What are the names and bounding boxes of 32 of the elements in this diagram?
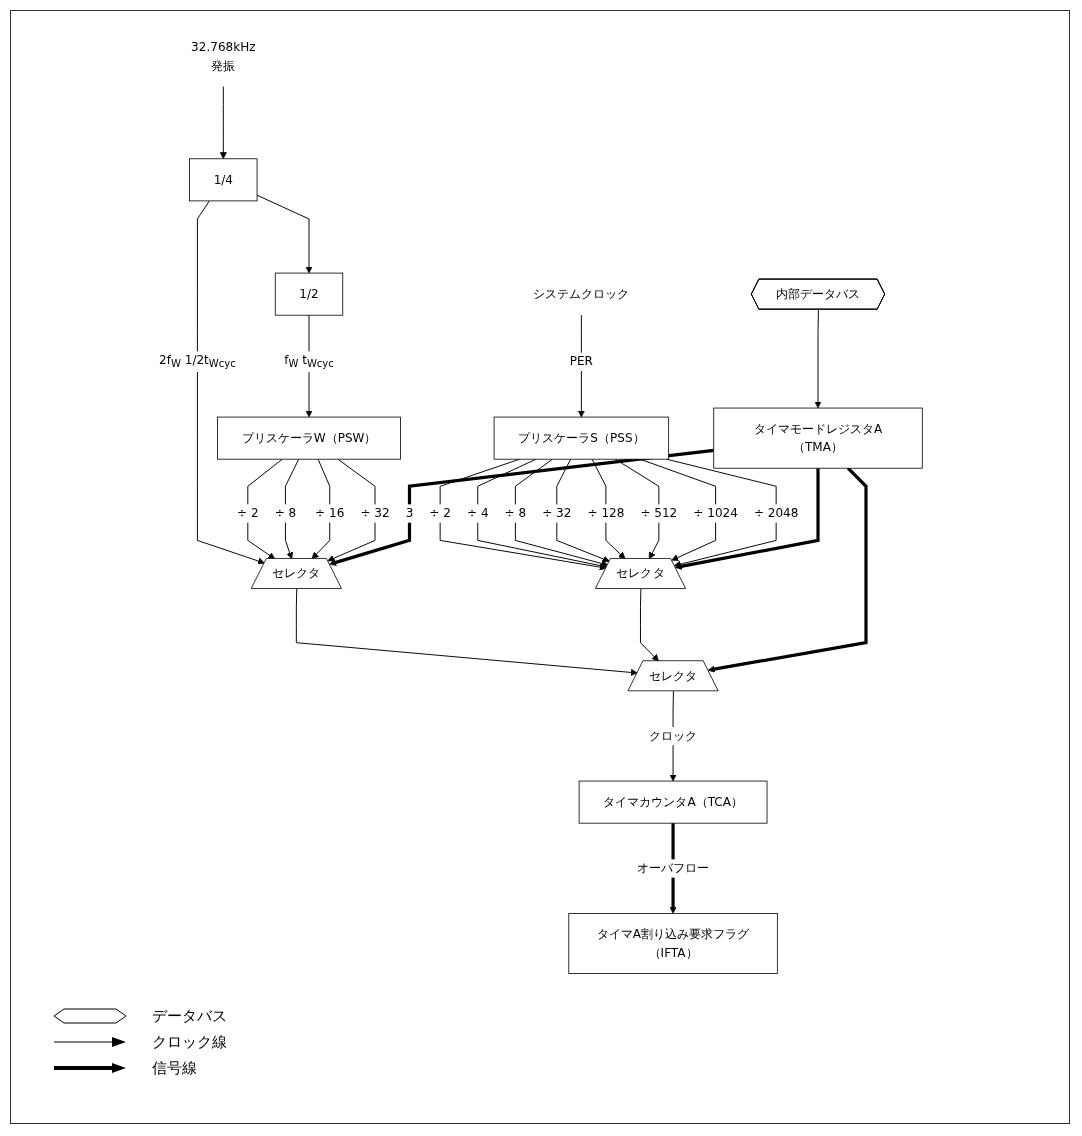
legend-label: 信号線 [152,1058,197,1078]
node-box: タイマモードレジスタA（TMA） [713,407,923,469]
node-box: タイマカウンタA（TCA） [579,780,768,824]
edge-label: f$_{W}$ t$_{Wcyc}$ [284,352,335,370]
legend-label: クロック線 [152,1032,227,1052]
edge-label: 2f$_{W}$ 1/2t$_{Wcyc}$ [159,352,237,370]
arrow [708,467,868,673]
edge-label: ÷ 8 [274,505,297,521]
edge-label: ÷ 32 [542,505,572,521]
node-box: プリスケーラW（PSW） [217,416,402,460]
arrow [675,468,820,570]
edge-label: ÷ 32 [360,505,390,521]
edge-label: クロック [649,728,698,743]
edge-label: ÷ 2 [429,505,452,521]
edge-label: ÷ 8 [504,505,527,521]
edge-label: 3 [405,505,414,521]
edge-label: ÷ 4 [467,505,489,521]
edge-label: PER [570,354,594,369]
edge-label: ÷ 128 [587,505,625,521]
edge-label: ÷ 2 [237,505,259,521]
legend-label: データバス [152,1006,227,1026]
edge-label: ÷ 16 [315,505,345,521]
node-text: 32.768kHz 発振 [191,40,256,73]
node-text: システムクロック [533,286,630,302]
edge-label: ÷ 512 [640,505,678,521]
node-box: プリスケーラS（PSS） [494,416,670,460]
edge-label: ÷ 1024 [693,505,739,521]
node-box: タイマA割り込み要求フラグ（IFTA） [568,913,779,974]
edge-label: オーバフロー [637,860,710,876]
node-box: 1/4 [189,158,258,202]
node-box: 1/2 [275,272,344,316]
edge-label: ÷ 2048 [754,505,799,521]
